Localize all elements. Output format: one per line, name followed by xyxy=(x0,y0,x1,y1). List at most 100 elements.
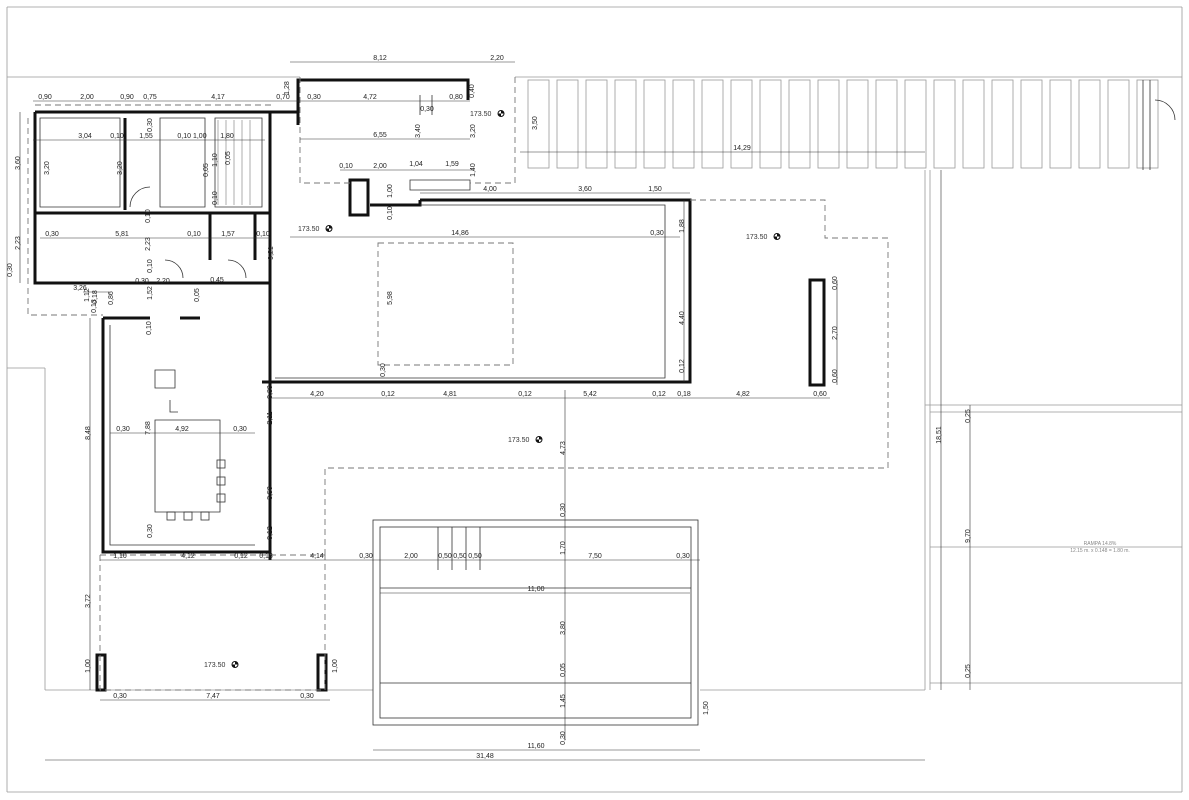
dimension-label: 0,30 xyxy=(113,693,127,700)
dimension-label: 5,42 xyxy=(583,391,597,398)
dimension-label: 3,04 xyxy=(78,133,92,140)
dimension-label: 0,90 xyxy=(38,94,52,101)
dimension-label: 0,10 xyxy=(110,133,124,140)
dimension-label: 0,18 xyxy=(259,553,273,560)
parking-space xyxy=(527,79,550,169)
parking-space xyxy=(846,79,869,169)
parking-stripes xyxy=(527,79,1159,169)
ramp-calculation: 12.15 m. x 0.148 = 1.80 m. xyxy=(1070,548,1130,554)
dimension-label: 1,45 xyxy=(560,694,567,708)
dimension-label: 2,00 xyxy=(373,163,387,170)
dimension-label: 1,55 xyxy=(139,133,153,140)
level-label: 173.50 xyxy=(298,226,320,233)
dimension-label: 2,23 xyxy=(145,237,152,251)
dimension-label: 0,60 xyxy=(813,391,827,398)
dimension-label: 3,26 xyxy=(73,285,87,292)
dimension-label: 0,60 xyxy=(832,369,839,383)
level-symbol-fill-icon xyxy=(498,110,504,117)
dimension-label: 0,25 xyxy=(965,664,972,678)
dimension-label: 0,60 xyxy=(832,276,839,290)
dimension-label: 0,18 xyxy=(92,290,99,304)
parking-space xyxy=(875,79,898,169)
parking-space xyxy=(991,79,1014,169)
dimension-label: 18,51 xyxy=(936,426,943,444)
dimension-label: 1,80 xyxy=(220,133,234,140)
dimension-label: 8,12 xyxy=(373,55,387,62)
dimension-label: 2,23 xyxy=(15,236,22,250)
dimension-label: 0,13 xyxy=(91,299,98,313)
dimension-label: 0,50 xyxy=(438,553,452,560)
ramp-area xyxy=(924,80,1182,690)
dimension-lines xyxy=(19,61,971,761)
ramp-annotation: RAMPA 14.8% 12.15 m. x 0.148 = 1.80 m. xyxy=(1070,541,1130,554)
dimension-label: 0,30 xyxy=(676,553,690,560)
parking-space xyxy=(817,79,840,169)
level-marker: 173.50 xyxy=(204,661,239,669)
dimension-label: 0,12 xyxy=(652,391,666,398)
dimension-label: 4,72 xyxy=(363,94,377,101)
dimension-label: 8,48 xyxy=(85,426,92,440)
dimension-label: 0,50 xyxy=(468,553,482,560)
dimension-label: 3,20 xyxy=(470,124,477,138)
dimension-label: 0,30 xyxy=(135,278,149,285)
dimension-label: 9,21 xyxy=(268,246,275,260)
dimension-label: 0,30 xyxy=(7,263,14,277)
dimension-label: 11,00 xyxy=(528,586,545,593)
parking-space xyxy=(701,79,724,169)
dimension-label: 0,50 xyxy=(453,553,467,560)
dimension-label: 0,30 xyxy=(359,553,373,560)
dimension-label: 9,70 xyxy=(965,529,972,543)
dimension-label: 4,20 xyxy=(310,391,324,398)
dimension-label: 1,00 xyxy=(85,659,92,673)
dimension-label: 1,10 xyxy=(212,153,219,167)
dimension-label: 7,50 xyxy=(588,553,602,560)
dimension-label: 0,10 xyxy=(256,231,270,238)
dimension-label: 1,00 xyxy=(332,659,339,673)
dimension-label: 0,86 xyxy=(108,291,115,305)
dimension-label: 4,12 xyxy=(181,553,195,560)
dimension-label: 4,92 xyxy=(175,426,189,433)
dimension-label: 14,86 xyxy=(451,230,469,237)
dimension-label: 3,72 xyxy=(85,594,92,608)
level-label: 173.50 xyxy=(508,437,530,444)
dimension-label: 0,75 xyxy=(143,94,157,101)
level-symbol-fill-icon xyxy=(232,661,238,668)
building-walls xyxy=(33,78,826,692)
dimension-label: 0,30 xyxy=(147,118,154,132)
dimension-label: 2,00 xyxy=(80,94,94,101)
dimension-label: 0,10 1,00 xyxy=(177,133,206,140)
dimension-label: 0,25 xyxy=(965,409,972,423)
parking-space xyxy=(672,79,695,169)
dimension-label: 4,73 xyxy=(560,441,567,455)
level-marker: 173.50 xyxy=(298,225,333,233)
dimension-label: 2,70 xyxy=(832,326,839,340)
dimension-label: 4,00 xyxy=(483,186,497,193)
dimension-label: 0,12 xyxy=(234,553,248,560)
dimension-label: 0,10 xyxy=(145,209,152,223)
dimension-label: 0,10 xyxy=(146,321,153,335)
parking-space xyxy=(1078,79,1101,169)
parking-space xyxy=(759,79,782,169)
parking-space xyxy=(585,79,608,169)
dimension-label: 5,98 xyxy=(387,291,394,305)
dimension-label: 0,30 xyxy=(147,524,154,538)
parking-space xyxy=(1020,79,1043,169)
dimension-label: 0,12 xyxy=(381,391,395,398)
dimension-label: 1,52 xyxy=(147,286,154,300)
dimension-label: 0,10 xyxy=(387,206,394,220)
dimension-label: 0,30 xyxy=(380,363,387,377)
dimension-label: 0,10 xyxy=(147,259,154,273)
dimension-label: 2,20 xyxy=(490,55,504,62)
dimension-label: 0,05 xyxy=(225,151,232,165)
dimension-label: 0,30 xyxy=(233,426,247,433)
parking-space xyxy=(643,79,666,169)
dimension-label: 3,50 xyxy=(267,486,274,500)
dimension-label: 0,18 xyxy=(677,391,691,398)
level-symbol-fill-icon xyxy=(536,436,542,443)
dimension-label: 1,50 xyxy=(703,701,710,715)
parking-space xyxy=(788,79,811,169)
dimension-label: 0,30 xyxy=(560,503,567,517)
dimension-label: 4,81 xyxy=(443,391,457,398)
parking-space xyxy=(614,79,637,169)
